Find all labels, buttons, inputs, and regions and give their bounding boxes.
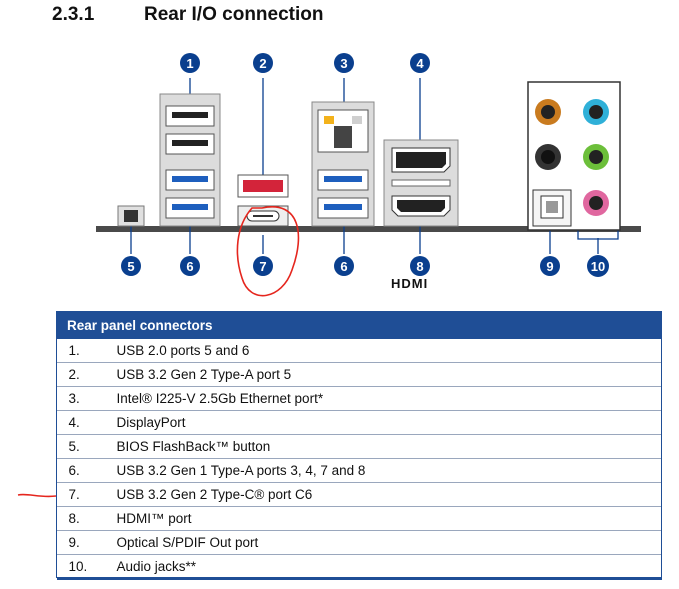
row-label: Optical S/PDIF Out port	[116, 530, 662, 555]
section-number: 2.3.1	[52, 4, 95, 25]
table-row: 7.USB 3.2 Gen 2 Type-C® port C6	[56, 482, 662, 507]
row-number: 5.	[56, 434, 117, 459]
row-label: USB 3.2 Gen 2 Type-C® port C6	[116, 482, 662, 507]
row-label: USB 3.2 Gen 1 Type-A ports 3, 4, 7 and 8	[116, 458, 662, 483]
callout-3: 3	[334, 53, 354, 73]
row-number: 9.	[56, 530, 117, 555]
row-number: 7.	[56, 482, 117, 507]
svg-text:5: 5	[127, 259, 134, 274]
section-title: Rear I/O connection	[144, 4, 324, 25]
svg-text:6: 6	[340, 259, 347, 274]
table-row: 8.HDMI™ port	[56, 506, 662, 531]
displayport-hdmi-stack	[383, 139, 459, 227]
callout-7: 7	[253, 256, 273, 276]
table-row: 1.USB 2.0 ports 5 and 6	[56, 338, 662, 363]
table-header: Rear panel connectors	[56, 311, 662, 339]
callout-6b: 6	[334, 256, 354, 276]
callout-9: 9	[540, 256, 560, 276]
rear-panel-table: Rear panel connectors 1.USB 2.0 ports 5 …	[56, 311, 662, 580]
svg-text:8: 8	[416, 259, 423, 274]
callout-4: 4	[410, 53, 430, 73]
callout-5: 5	[121, 256, 141, 276]
svg-text:6: 6	[186, 259, 193, 274]
panel-baseline	[96, 226, 641, 232]
callout-6a: 6	[180, 256, 200, 276]
table-row: 5.BIOS FlashBack™ button	[56, 434, 662, 459]
row-label: USB 3.2 Gen 2 Type-A port 5	[116, 362, 662, 387]
svg-text:9: 9	[546, 259, 553, 274]
red-dash-annotation	[17, 493, 57, 498]
row-label: Intel® I225-V 2.5Gb Ethernet port*	[116, 386, 662, 411]
svg-text:7: 7	[259, 259, 266, 274]
row-label: HDMI™ port	[116, 506, 662, 531]
svg-text:2: 2	[259, 56, 266, 71]
hdmi-logo: HDMI	[391, 276, 428, 291]
audio-jacks	[535, 99, 609, 216]
callout-2: 2	[253, 53, 273, 73]
row-number: 6.	[56, 458, 117, 483]
row-label: USB 2.0 ports 5 and 6	[116, 338, 662, 363]
svg-text:10: 10	[591, 259, 605, 274]
row-label: BIOS FlashBack™ button	[116, 434, 662, 459]
rear-io-diagram: HDMI 1 2 3 4 5 6 6 7 8 9 10	[96, 53, 641, 297]
svg-text:4: 4	[416, 56, 424, 71]
usb-stack-1-6	[159, 93, 221, 227]
svg-text:3: 3	[340, 56, 347, 71]
row-number: 1.	[56, 338, 117, 363]
table-row: 4.DisplayPort	[56, 410, 662, 435]
table-row: 6.USB 3.2 Gen 1 Type-A ports 3, 4, 7 and…	[56, 458, 662, 483]
row-number: 3.	[56, 386, 117, 411]
row-number: 8.	[56, 506, 117, 531]
table-row: 2.USB 3.2 Gen 2 Type-A port 5	[56, 362, 662, 387]
table-row: 9.Optical S/PDIF Out port	[56, 530, 662, 555]
row-number: 4.	[56, 410, 117, 435]
usb-a-red-and-type-c	[237, 174, 289, 227]
svg-text:1: 1	[186, 56, 193, 71]
callout-8: 8	[410, 256, 430, 276]
table-row: 10.Audio jacks**	[56, 554, 662, 580]
section-heading: 2.3.1 Rear I/O connection	[52, 4, 323, 26]
red-circle-annotation	[236, 206, 300, 297]
row-number: 2.	[56, 362, 117, 387]
table-row: 3.Intel® I225-V 2.5Gb Ethernet port*	[56, 386, 662, 411]
row-label: Audio jacks**	[116, 554, 662, 580]
row-label: DisplayPort	[116, 410, 662, 435]
callout-1: 1	[180, 53, 200, 73]
bios-flashback-button	[117, 205, 145, 227]
row-number: 10.	[56, 554, 117, 580]
ethernet-usb-stack	[311, 101, 375, 227]
callout-10: 10	[587, 255, 609, 277]
